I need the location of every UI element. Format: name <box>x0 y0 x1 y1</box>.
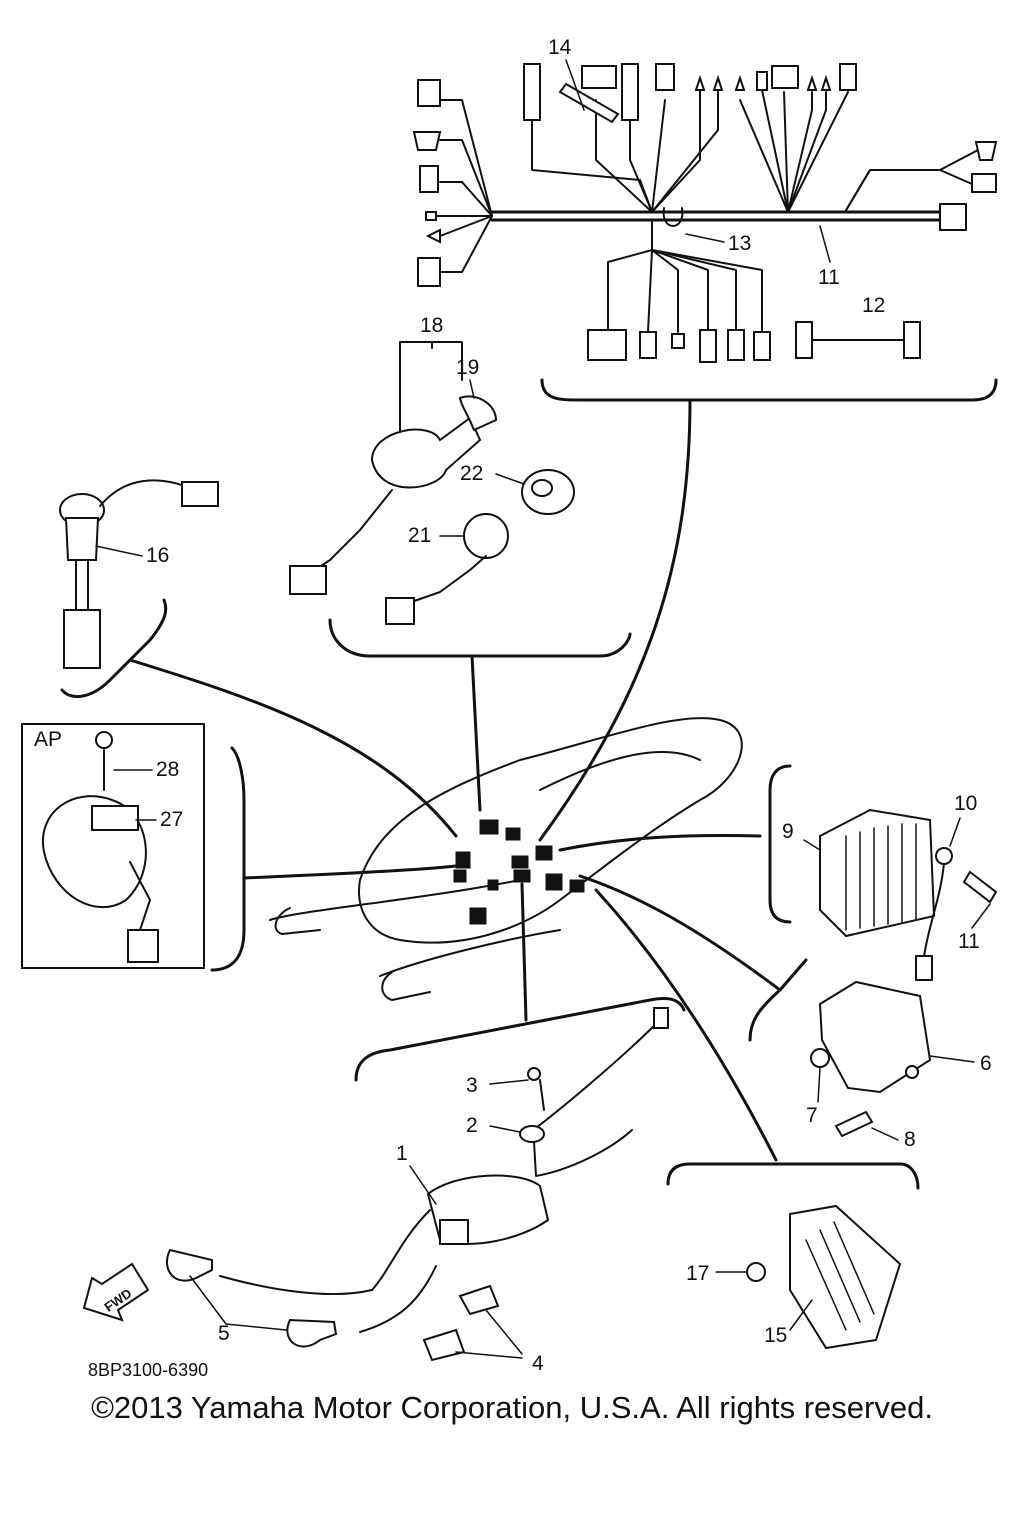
callout-17: 15 <box>764 1324 787 1347</box>
wire-harness-assembly <box>412 63 998 402</box>
callout-15: 14 <box>548 36 572 59</box>
sensor-assembly <box>59 479 219 699</box>
callout-8: 8 <box>904 1128 916 1151</box>
igniter-assembly <box>748 958 932 1138</box>
callout-11: 11 <box>958 930 980 953</box>
callout-16: 16 <box>146 544 169 567</box>
callout-4: 4 <box>532 1352 544 1375</box>
connector-cluster <box>453 819 585 925</box>
snowmobile-body <box>269 717 743 1001</box>
callout-labels: 14 13 11 12 18 19 22 21 16 AP 28 27 9 10… <box>34 36 992 1380</box>
callout-7: 7 <box>806 1104 818 1127</box>
callout-22: 22 <box>460 462 483 485</box>
ap-inset-label: AP <box>34 728 62 751</box>
main-switch-assembly <box>289 341 632 658</box>
ap-inset <box>21 723 246 972</box>
callout-27: 27 <box>160 808 183 831</box>
leader-lines <box>128 398 782 1162</box>
drawing-code: 8BP3100-6390 <box>88 1360 208 1380</box>
copyright-notice: ©2013 Yamaha Motor Corporation, U.S.A. A… <box>91 1390 933 1425</box>
forward-arrow-icon <box>82 1262 150 1322</box>
callout-13: 12 <box>862 294 885 317</box>
callout-18: 17 <box>686 1262 709 1285</box>
callout-2: 2 <box>466 1114 478 1137</box>
regulator-assembly <box>666 1162 920 1350</box>
callout-1: 1 <box>396 1142 408 1165</box>
callout-28: 28 <box>156 758 179 781</box>
callout-10: 10 <box>954 792 977 815</box>
callout-20: 19 <box>456 356 479 379</box>
callout-leaders <box>95 59 991 1359</box>
callout-3: 3 <box>466 1074 478 1097</box>
rectifier-assembly <box>768 764 998 981</box>
callout-21: 21 <box>408 524 431 547</box>
callout-12: 11 <box>818 266 840 289</box>
callout-5: 5 <box>218 1322 230 1345</box>
callout-19: 18 <box>420 314 443 337</box>
callout-6: 6 <box>980 1052 992 1075</box>
callout-9: 9 <box>782 820 794 843</box>
callout-14: 13 <box>728 232 751 255</box>
ignition-coil-assembly <box>165 996 686 1362</box>
